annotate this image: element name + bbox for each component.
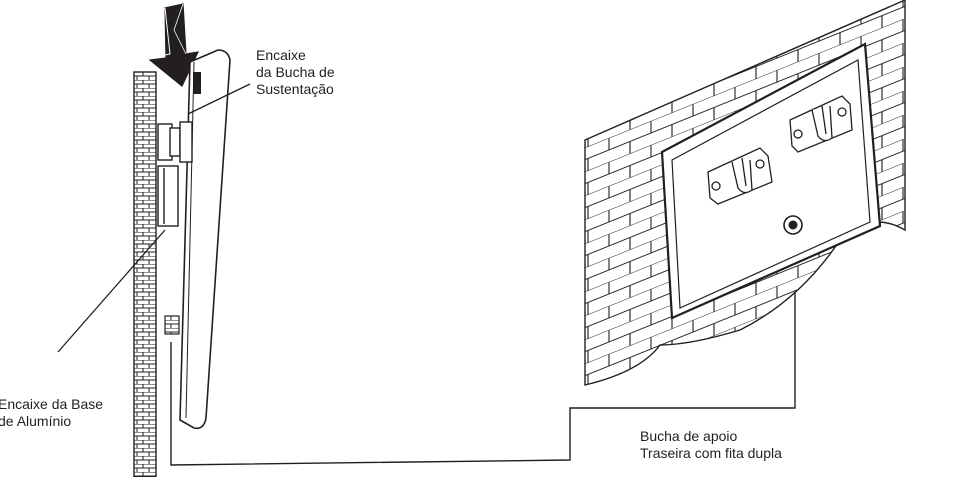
label-rear-bushing: Bucha de apoio Traseira com fita dupla [640,428,782,461]
wall-hook-left [707,147,773,205]
label-aluminum-base: Encaixe da Base de Alumínio [0,396,104,429]
support-bushing [157,121,193,163]
aluminum-base-slot [157,165,179,227]
side-wall [133,71,157,477]
wall-hook-right [789,95,853,153]
lower-pad [164,315,180,335]
rear-bushing-leader [170,224,796,466]
top-bracket [193,72,201,94]
mount-frame-inner [671,59,871,309]
side-view [57,3,796,477]
wall-view [584,0,906,386]
rear-support-bushing [783,215,803,235]
label-support-bushing: Encaixe da Bucha de Sustentação [256,47,335,97]
